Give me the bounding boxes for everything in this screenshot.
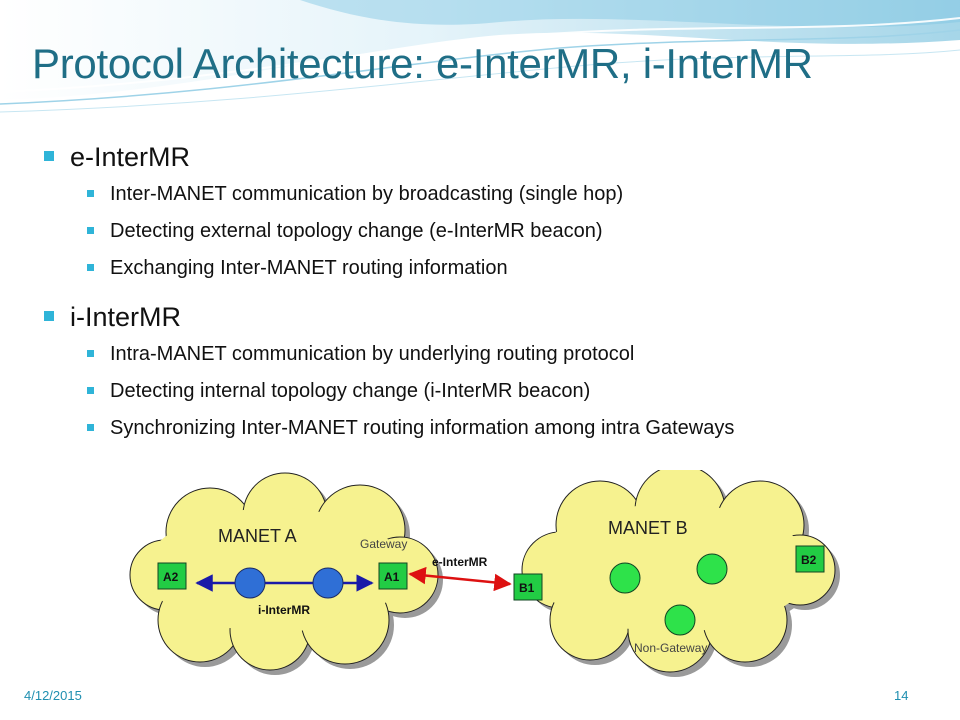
node-a2-label: A2 (163, 570, 179, 584)
manet-b-node (664, 604, 696, 636)
manet-b-label: MANET B (608, 518, 688, 538)
sub-bullet-text: Detecting internal topology change (i-In… (110, 380, 591, 402)
gateway-node-b2 (795, 545, 825, 573)
gateway-node-a1 (378, 562, 408, 590)
sub-bullet: Exchanging Inter-MANET routing informati… (44, 256, 904, 280)
sub-bullet: Intra-MANET communication by underlying … (44, 342, 904, 366)
slide-title: Protocol Architecture: e-InterMR, i-Inte… (32, 40, 813, 87)
page-number: 14 (894, 688, 909, 703)
sub-bullet-text: Intra-MANET communication by underlying … (110, 343, 635, 365)
bullet-square-icon (44, 151, 54, 161)
bullet-i-intermr: i-InterMR (44, 298, 904, 336)
bullet-list: e-InterMR Inter-MANET communication by b… (44, 138, 904, 453)
bullet-square-icon (44, 311, 54, 321)
node-b1-label: B1 (519, 581, 535, 595)
manet-b-node (696, 553, 728, 585)
node-a1-label: A1 (384, 570, 400, 584)
sub-bullet-text: Exchanging Inter-MANET routing informati… (110, 257, 508, 279)
e-intermr-link (408, 566, 512, 592)
sub-bullet-text: Detecting external topology change (e-In… (110, 220, 603, 242)
non-gateway-label: Non-Gateway (634, 641, 707, 655)
sub-bullet: Detecting internal topology change (i-In… (44, 379, 904, 403)
sub-bullet-text: Synchronizing Inter-MANET routing inform… (110, 417, 735, 439)
e-intermr-label: e-InterMR (432, 555, 488, 569)
sub-bullet: Inter-MANET communication by broadcastin… (44, 182, 904, 206)
sub-bullet: Synchronizing Inter-MANET routing inform… (44, 416, 904, 440)
gateway-label: Gateway (360, 537, 407, 551)
bullet-e-intermr: e-InterMR (44, 138, 904, 176)
footer-date: 4/12/2015 (24, 688, 82, 703)
gateway-node-b1 (513, 573, 543, 601)
header-swoosh (0, 0, 960, 113)
manet-b-cloud (521, 470, 840, 677)
bullet-square-icon (87, 264, 94, 271)
manet-b-node (609, 562, 641, 594)
bullet-square-icon (87, 190, 94, 197)
bullet-square-icon (87, 387, 94, 394)
node-b2-label: B2 (801, 553, 817, 567)
bullet-square-icon (87, 227, 94, 234)
bullet-text: e-InterMR (70, 142, 191, 172)
manet-a-node (312, 567, 344, 599)
i-intermr-label: i-InterMR (258, 603, 310, 617)
manet-a-label: MANET A (218, 526, 297, 546)
manet-diagram: MANET A MANET B Gateway Non-Gateway i-In… (129, 470, 840, 677)
manet-a-node (234, 567, 266, 599)
bullet-square-icon (87, 350, 94, 357)
bullet-text: i-InterMR (70, 302, 182, 332)
sub-bullet-text: Inter-MANET communication by broadcastin… (110, 183, 624, 205)
bullet-square-icon (87, 424, 94, 431)
gateway-node-a2 (157, 562, 187, 590)
sub-bullet: Detecting external topology change (e-In… (44, 219, 904, 243)
